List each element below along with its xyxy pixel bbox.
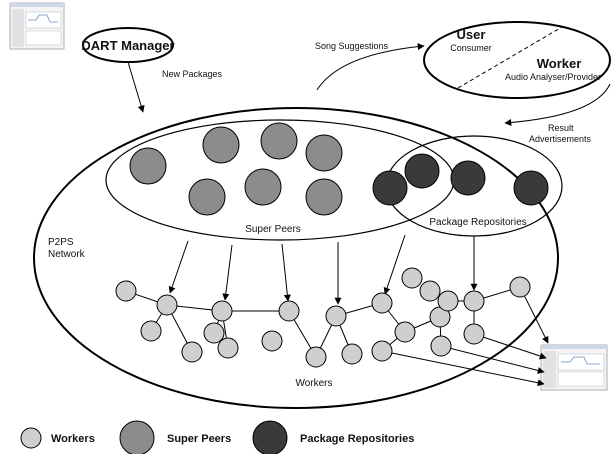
package-repository <box>513 170 549 206</box>
workers-group-label: Workers <box>295 378 332 389</box>
worker-node <box>203 322 225 344</box>
legend-worker-swatch <box>20 427 42 449</box>
legend-repository-swatch <box>252 420 288 454</box>
new-packages-arrow <box>127 61 145 113</box>
worker-node <box>261 330 283 352</box>
worker-node <box>115 280 137 302</box>
worker-node <box>181 341 203 363</box>
legend-super-peer-swatch <box>119 420 155 454</box>
user-title: User <box>457 27 486 42</box>
worker-node <box>278 300 300 322</box>
p2ps-network-boundary <box>33 107 559 409</box>
user-subtitle: Consumer <box>450 43 492 53</box>
worker-node <box>437 290 459 312</box>
worker-node <box>371 340 393 362</box>
super-peers-group-label: Super Peers <box>245 224 301 235</box>
super-peer <box>305 178 343 216</box>
super-peers <box>129 122 343 216</box>
advertisements-label: Advertisements <box>529 134 592 144</box>
dart-manager-label: DART Manager <box>81 38 174 53</box>
super-peer <box>305 134 343 172</box>
worker-node <box>156 294 178 316</box>
super-peer <box>129 147 167 185</box>
worker-node <box>394 321 416 343</box>
worker-node <box>341 343 363 365</box>
worker-node <box>430 335 452 357</box>
package-repository <box>404 153 440 189</box>
app-thumbnail-top-left <box>9 2 65 50</box>
result-label: Result <box>548 123 574 133</box>
new-packages-label: New Packages <box>162 69 223 79</box>
legend-package-repositories-label: Package Repositories <box>300 433 414 445</box>
worker-node <box>509 276 531 298</box>
worker-node <box>401 267 423 289</box>
worker-node <box>211 300 233 322</box>
super-peer <box>260 122 298 160</box>
legend: Workers Super Peers Package Repositories <box>20 420 414 454</box>
worker-node <box>463 323 485 345</box>
group-to-worker-arrows <box>168 234 478 305</box>
workers <box>115 267 531 368</box>
worker-node <box>140 320 162 342</box>
package-repositories <box>372 153 549 206</box>
song-suggestions-arrow <box>316 43 425 91</box>
dart-manager-node: DART Manager <box>81 27 175 63</box>
worker-node <box>463 290 485 312</box>
worker-node <box>305 346 327 368</box>
worker-subtitle: Audio Analyser/Provider <box>505 72 601 82</box>
worker-title: Worker <box>537 56 582 71</box>
worker-node <box>371 292 393 314</box>
worker-node <box>325 305 347 327</box>
worker-node <box>419 280 441 302</box>
package-repository <box>372 170 408 206</box>
super-peer <box>244 168 282 206</box>
network-label-line1: P2PS <box>48 237 74 248</box>
super-peer <box>188 178 226 216</box>
legend-super-peers-label: Super Peers <box>167 433 231 445</box>
user-worker-node: User Consumer Worker Audio Analyser/Prov… <box>423 21 611 99</box>
package-repositories-group-label: Package Repositories <box>429 217 526 228</box>
song-suggestions-label: Song Suggestions <box>315 41 389 51</box>
super-peer <box>202 126 240 164</box>
legend-workers-label: Workers <box>51 433 95 445</box>
app-thumbnail-bottom-right <box>540 344 608 391</box>
result-advertisements-arrow <box>504 83 611 126</box>
network-label-line2: Network <box>48 249 86 260</box>
worker-node <box>217 337 239 359</box>
package-repository <box>450 160 486 196</box>
